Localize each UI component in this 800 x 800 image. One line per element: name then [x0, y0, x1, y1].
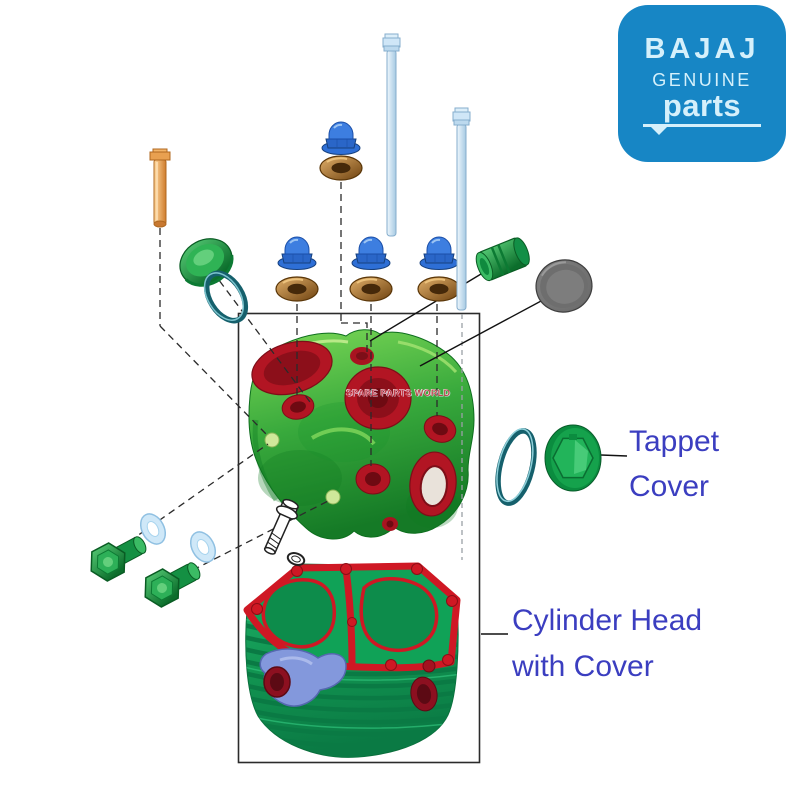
flange-bolt	[149, 148, 171, 228]
camshaft-end-plug	[535, 259, 593, 313]
o-ring	[203, 270, 249, 324]
cover-gasket-face	[243, 562, 461, 672]
cylinder-stud-2	[452, 107, 471, 311]
sealing-washer-a	[275, 276, 319, 302]
acorn-nut-c	[419, 236, 459, 271]
center-port	[344, 366, 412, 430]
tappet-cover-o-ring	[495, 428, 537, 506]
small-top-port	[350, 347, 374, 365]
watermark-text: SPARE PARTS WORLD	[346, 388, 451, 398]
logo-genuine-text: GENUINE	[652, 70, 752, 90]
cylinder-head-cover	[243, 562, 461, 758]
cover-side-port	[410, 676, 438, 712]
logo-brand-text: BAJAJ	[644, 33, 760, 65]
lower-stud-port	[355, 463, 391, 495]
bolt-boss	[325, 489, 341, 505]
drain-plug-2	[136, 553, 207, 613]
outline-bolt	[263, 498, 299, 555]
leader-tappet-label	[600, 454, 628, 457]
left-stud-port	[281, 394, 315, 420]
cylinder-head-label: Cylinder Head with Cover	[512, 604, 703, 683]
dowel-bushing	[475, 237, 530, 282]
sealing-washer-b	[349, 276, 393, 302]
tappet-cover-label: Tappet Cover	[629, 425, 720, 503]
leader-drain-plug-2	[149, 499, 331, 593]
acorn-nut-a	[277, 236, 317, 271]
sealing-washer-top	[319, 155, 363, 181]
right-stud-port	[423, 415, 457, 443]
assembly-frame-box	[237, 312, 481, 764]
logo-parts-text: parts	[662, 88, 742, 123]
leader-end-plug	[419, 292, 557, 367]
leader-acorn-top-elbow	[341, 322, 368, 354]
drain-plug-1	[82, 527, 153, 587]
bolt-boss	[264, 432, 280, 448]
logo-underline	[643, 124, 761, 135]
leader-cap-oring	[197, 251, 311, 403]
sealing-washer-c	[417, 276, 461, 302]
logo-down-arrow-icon	[651, 127, 667, 135]
cylinder-stud-1	[382, 33, 401, 237]
acorn-nut-top	[321, 121, 361, 156]
tappet-cover-cap	[544, 424, 602, 492]
plug-washer-2	[185, 526, 221, 568]
cover-side-boss	[422, 659, 436, 673]
leader-drain-plug-1	[99, 443, 269, 563]
leader-bushing	[369, 270, 487, 342]
cylinder-head	[248, 329, 475, 540]
bajaj-genuine-parts-logo: BAJAJ GENUINE parts	[618, 5, 786, 162]
leader-flange-bolt-d	[159, 325, 269, 437]
acorn-nut-b	[351, 236, 391, 271]
bottom-small-port	[382, 517, 398, 531]
leader-lines	[99, 182, 628, 635]
outline-washer	[286, 552, 306, 566]
camshaft-tunnel	[409, 451, 457, 517]
intake-manifold	[259, 648, 347, 707]
